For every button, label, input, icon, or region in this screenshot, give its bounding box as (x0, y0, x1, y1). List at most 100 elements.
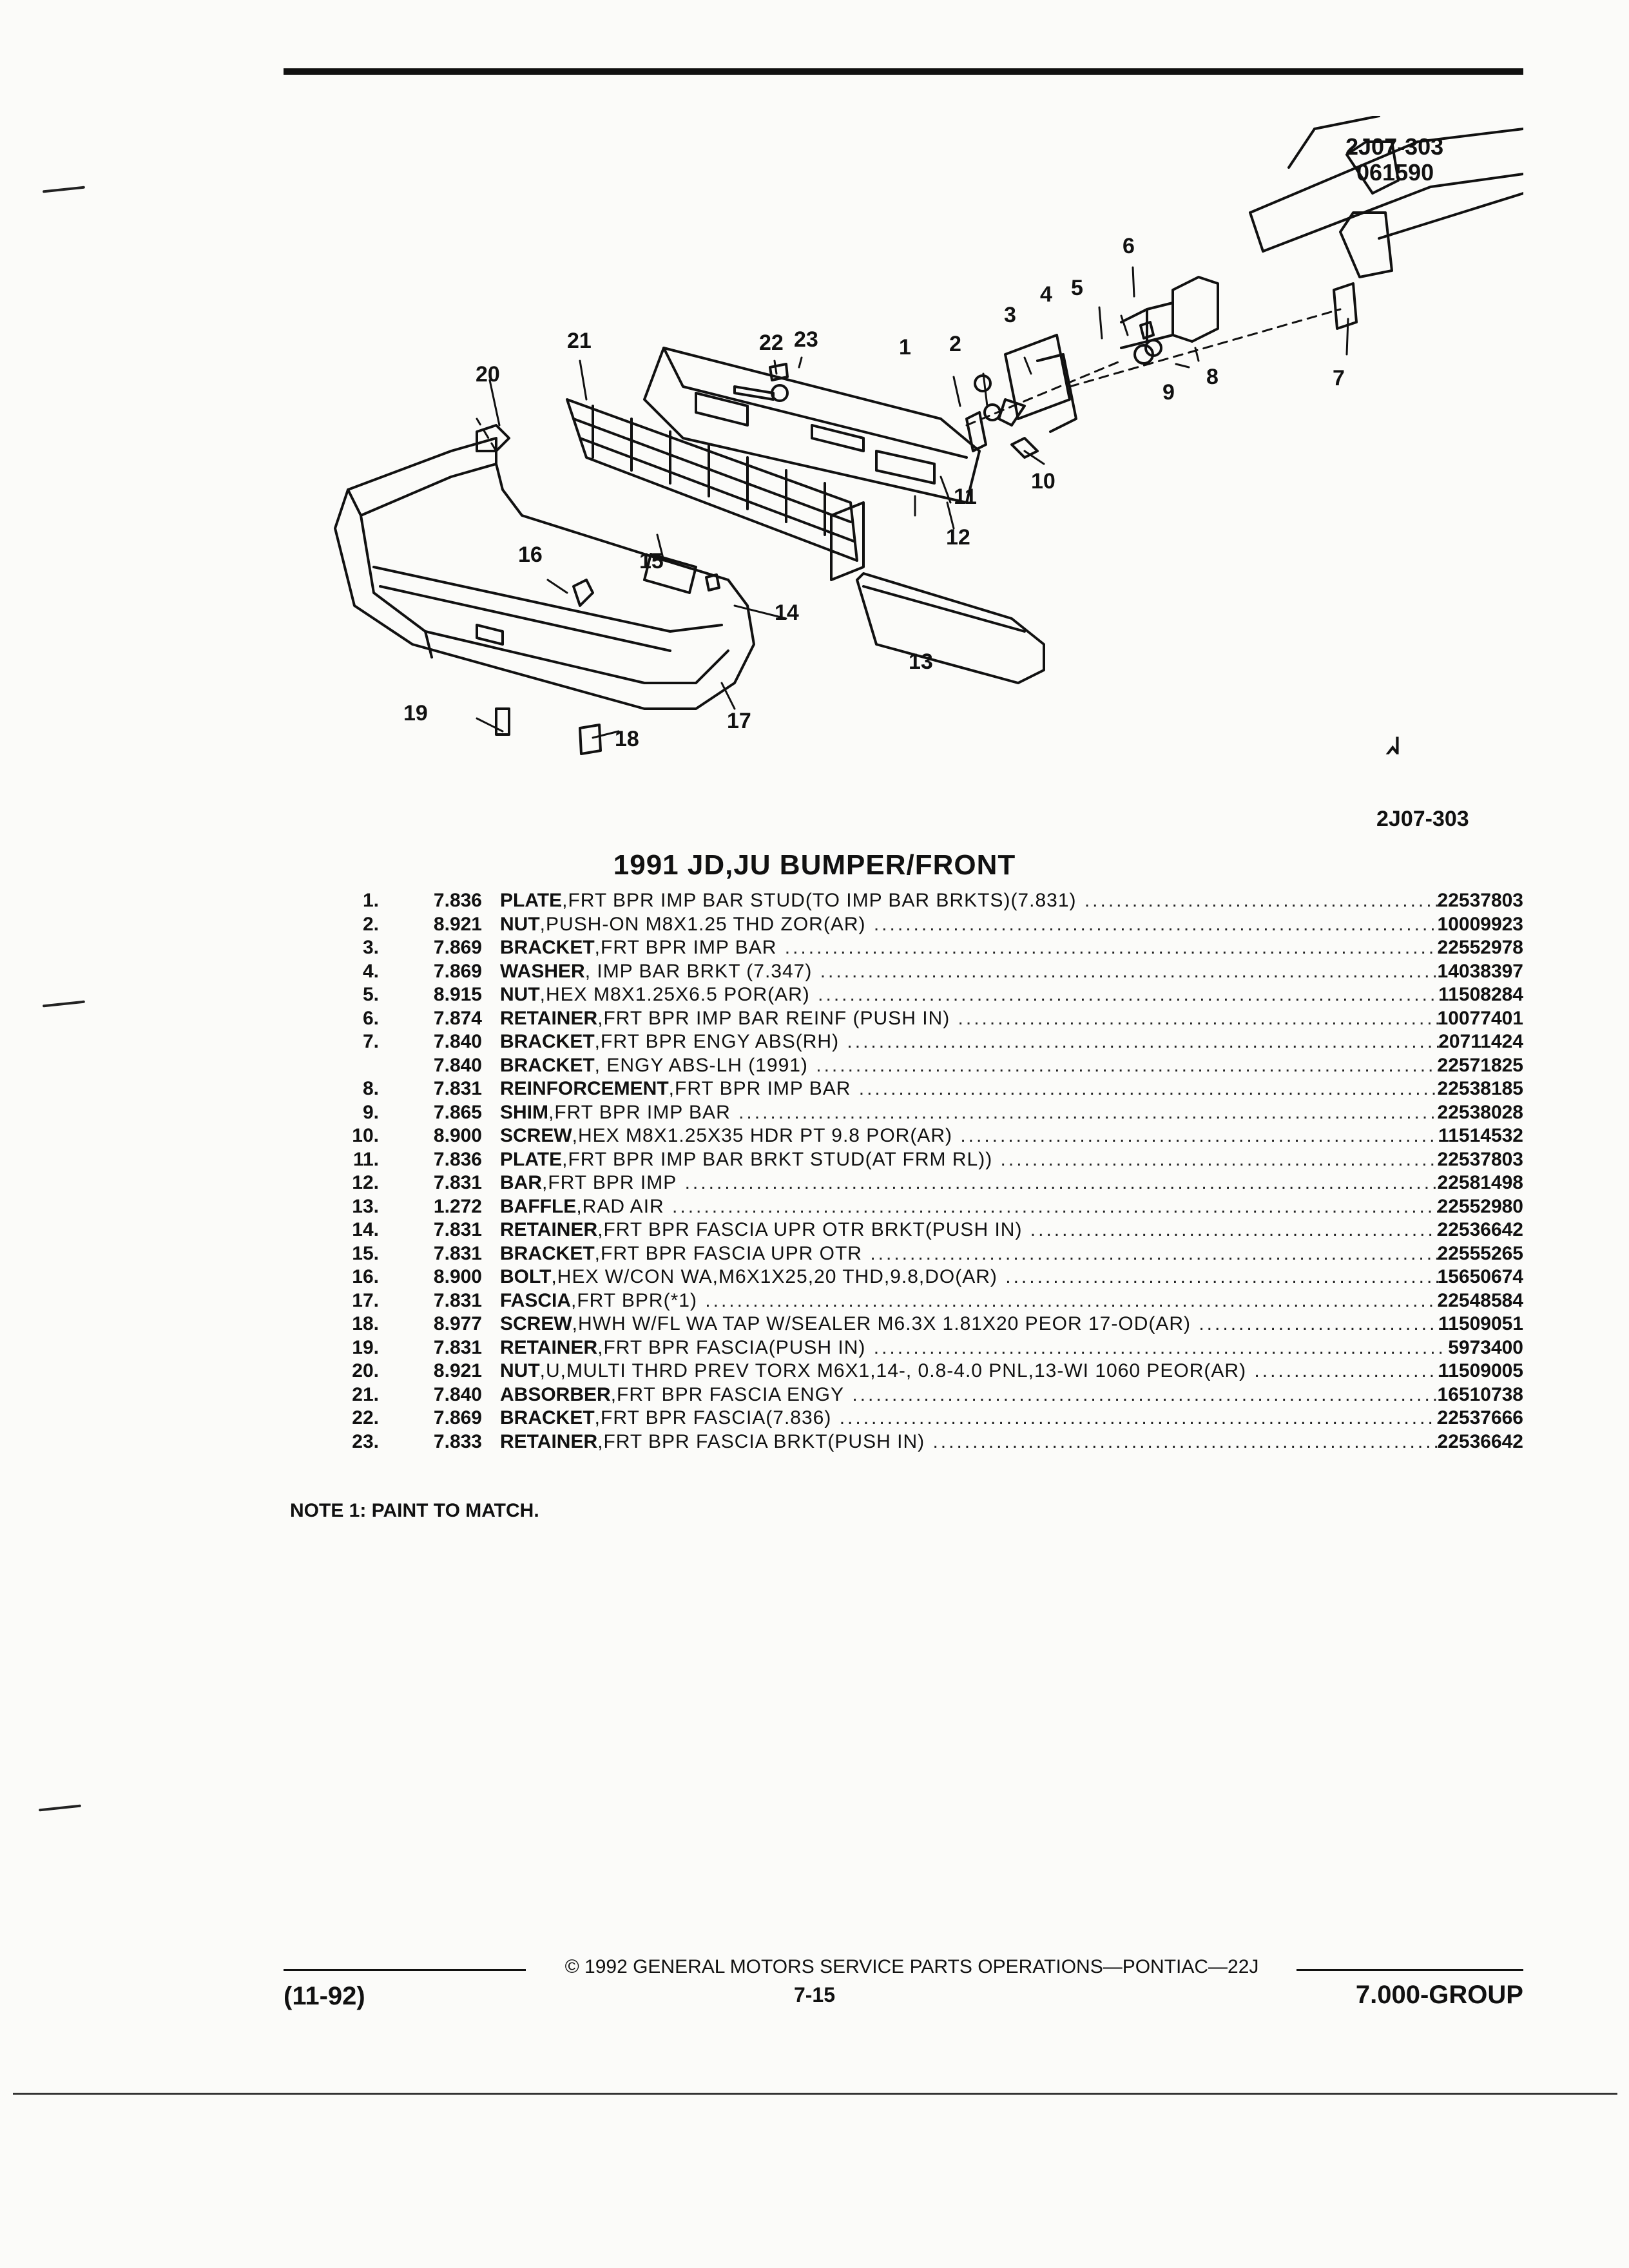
leader-dots: ........................................… (847, 1031, 1447, 1052)
group-number: 7.865 (433, 1101, 482, 1123)
item-number: 2. (362, 913, 379, 935)
table-row: 2. 8.921 NUT,PUSH-ON M8X1.25 THD ZOR(AR) .… (284, 913, 1523, 937)
leader-dots: ........................................… (839, 1407, 1447, 1428)
item-number: 10. (352, 1125, 379, 1146)
top-rule (284, 68, 1523, 75)
part-name: BRACKET (500, 1054, 595, 1076)
part-description: BRACKET,FRT BPR IMP BAR ................… (500, 936, 1447, 959)
part-name: NUT (500, 984, 540, 1005)
frame-rail-drawing (1249, 115, 1525, 278)
part-description: BRACKET,FRT BPR FASCIA(7.836) ..........… (500, 1407, 1447, 1430)
leader-dots: ........................................… (932, 1430, 1447, 1452)
part-description: BRACKET,FRT BPR ENGY ABS(RH) ...........… (500, 1030, 1447, 1053)
part-name: RETAINER (500, 1430, 598, 1452)
part-description: BRACKET, ENGY ABS-LH (1991) ............… (500, 1054, 1447, 1077)
callout-22: 22 (759, 331, 784, 355)
part-number: 5973400 (1448, 1336, 1523, 1358)
group-number: 7.836 (433, 1148, 482, 1170)
part-detail: ,FRT BPR ENGY ABS(RH) (594, 1031, 840, 1052)
leader-dots: ........................................… (738, 1101, 1447, 1123)
leader-dots: ........................................… (816, 1054, 1447, 1076)
figure-id: 2J07-303 (1345, 133, 1443, 160)
callout-20: 20 (476, 362, 500, 387)
part-description: BOLT,HEX W/CON WA,M6X1X25,20 THD,9.8,DO(… (500, 1265, 1447, 1289)
part-name: BAFFLE (500, 1195, 577, 1217)
part-detail: ,RAD AIR (576, 1195, 664, 1217)
part-number: 22555265 (1437, 1242, 1523, 1264)
callout-11: 11 (954, 485, 977, 509)
radiator-baffle-drawing (856, 572, 1045, 684)
u-nut-drawing (476, 424, 510, 452)
group-number: 8.921 (433, 913, 482, 935)
part-description: PLATE,FRT BPR IMP BAR BRKT STUD(AT FRM R… (500, 1148, 1447, 1171)
item-number: 13. (352, 1195, 379, 1217)
group-number: 7.840 (433, 1383, 482, 1405)
leader-dots: ........................................… (818, 984, 1447, 1005)
reinforcement-drawing (1120, 276, 1219, 349)
part-name: BRACKET (500, 937, 595, 958)
callout-9: 9 (1162, 380, 1175, 405)
part-description: NUT,HEX M8X1.25X6.5 POR(AR) ............… (500, 983, 1447, 1006)
group-number: 7.869 (433, 937, 482, 958)
leader-dots: ........................................… (784, 937, 1447, 958)
group-number: 7.869 (433, 960, 482, 982)
part-number: 11509005 (1438, 1360, 1523, 1381)
leader-dots: ........................................… (858, 1078, 1447, 1099)
exploded-parts-diagram: 2J07-303 061590 ᖽ 1 2 3 4 5 6 7 8 9 10 1… (284, 115, 1525, 786)
part-detail: ,FRT BPR IMP BAR (594, 937, 777, 958)
leader-dots: ........................................… (1030, 1219, 1447, 1240)
part-name: NUT (500, 1360, 540, 1381)
part-name: RETAINER (500, 1219, 598, 1240)
bumper-fascia-drawing (334, 437, 755, 710)
part-name: RETAINER (500, 1336, 598, 1358)
callout-7: 7 (1333, 366, 1345, 390)
part-number: 11509051 (1438, 1313, 1523, 1334)
group-number: 7.840 (433, 1054, 482, 1076)
callout-3: 3 (1004, 303, 1016, 327)
leader-dots: ........................................… (870, 1242, 1447, 1264)
part-description: SCREW,HWH W/FL WA TAP W/SEALER M6.3X 1.8… (500, 1312, 1447, 1336)
item-number: 21. (352, 1383, 379, 1405)
part-number: 22571825 (1437, 1054, 1523, 1076)
group-number: 8.921 (433, 1360, 482, 1381)
part-detail: ,FRT BPR IMP BAR (668, 1078, 851, 1099)
leader-dots: ........................................… (873, 1336, 1447, 1358)
footer-rule-right (1296, 1969, 1523, 1971)
callout-6: 6 (1123, 234, 1135, 258)
group-number: 7.831 (433, 1078, 482, 1099)
part-description: RETAINER,FRT BPR FASCIA BRKT(PUSH IN) ..… (500, 1430, 1447, 1454)
group-number: 7.840 (433, 1031, 482, 1052)
part-detail: ,FRT BPR IMP BAR BRKT STUD(AT FRM RL)) (562, 1148, 993, 1170)
part-detail: ,FRT BPR FASCIA(7.836) (594, 1407, 832, 1428)
callout-5: 5 (1071, 276, 1083, 300)
leader-dots: ........................................… (852, 1383, 1447, 1405)
callout-18: 18 (615, 727, 639, 751)
leader-dots: ........................................… (1000, 1148, 1447, 1170)
callout-14: 14 (775, 601, 799, 625)
part-number: 10009923 (1437, 913, 1523, 935)
part-number: 22581498 (1437, 1172, 1523, 1193)
callout-15: 15 (639, 549, 664, 573)
part-name: BRACKET (500, 1031, 595, 1052)
part-number: 22538185 (1437, 1078, 1523, 1099)
leader-dots: ........................................… (684, 1172, 1447, 1193)
leader-dots: ........................................… (873, 913, 1447, 935)
part-detail: ,FRT BPR(*1) (571, 1289, 697, 1311)
group-number: 7.836 (433, 890, 482, 911)
part-description: BAR,FRT BPR IMP ........................… (500, 1171, 1447, 1195)
binder-mark (42, 1000, 86, 1008)
part-description: RETAINER,FRT BPR FASCIA UPR OTR BRKT(PUS… (500, 1218, 1447, 1242)
part-description: NUT,PUSH-ON M8X1.25 THD ZOR(AR) ........… (500, 913, 1447, 936)
part-detail: ,FRT BPR IMP BAR STUD(TO IMP BAR BRKTS)(… (562, 890, 1077, 911)
